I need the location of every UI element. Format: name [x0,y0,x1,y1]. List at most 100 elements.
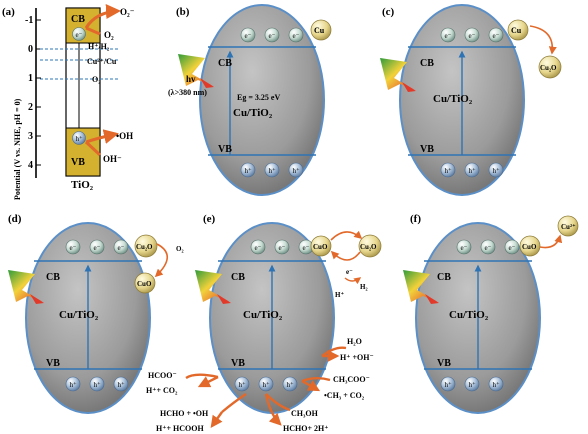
methanol-arrow [264,393,282,426]
electron-label: e⁻ [245,32,252,40]
tick-label: 3 [28,131,33,142]
catalyst-label: Cu/TiO₂ [233,107,273,119]
return-arrow [330,250,361,261]
electron-row: e⁻ e⁻ e⁻ [250,239,314,255]
water-products: H⁺ +OH⁻ [340,353,374,362]
hole-sphere [264,162,280,178]
panel-a: (a) Potential (V vs. NHE, pH = 0) -1 0 1… [2,4,135,200]
oxidation-arrow [529,25,557,55]
electron-sphere [65,239,81,255]
acetate-arrow [301,379,321,392]
hole-label: h⁺ [445,381,453,389]
hole-row: h⁺ h⁺ h⁺ [234,376,298,392]
cb-label: CB [46,272,60,283]
hole-row: h⁺ h⁺ h⁺ [440,376,504,392]
hole-sphere [72,131,86,145]
formate-arrow [197,375,219,388]
cb-label: CB [231,272,245,283]
electron-sphere [488,27,504,43]
h2-evolution-arrow [344,277,362,285]
hole-label: h⁺ [445,167,453,175]
methanol-curve [265,393,291,412]
electron-sphere [72,27,86,41]
hole-row: h⁺ h⁺ h⁺ [65,376,129,392]
hole-sphere [288,162,304,178]
light-icon [380,58,416,92]
hole-sphere [258,376,274,392]
vb-label: VB [231,358,245,369]
vb-label: VB [71,157,85,168]
formaldehyde-oh-label: HCHO + •OH [160,409,209,418]
vb-label: VB [46,358,60,369]
panel-letter-c: (c) [382,6,395,18]
hole-sphere [464,376,480,392]
water-oxidation-curve [321,346,347,357]
panel-d: (d) e⁻ e⁻ e⁻ h⁺ h⁺ h⁺ CB VB Cu/TiO₂ Cu₂O… [8,213,184,414]
tio2-label: TiO₂ [71,179,94,191]
hole-sphere [464,162,480,178]
hole-row: h⁺ h⁺ h⁺ [240,162,304,178]
cu-particle-label: Cu [511,26,522,35]
hole-sphere [234,376,250,392]
methanol-products: HCHO+ 2H⁺ [283,424,328,433]
electron-row: e⁻ e⁻ e⁻ [440,27,504,43]
hole-sphere [282,376,298,392]
hole-label: h⁺ [493,167,501,175]
hole-sphere [488,376,504,392]
panel-e: (e) e⁻ e⁻ e⁻ h⁺ h⁺ h⁺ CB VB Cu/TiO₂ CuO … [146,213,382,433]
electron-sphere [288,27,304,43]
acetate-label: CH₃COO⁻ [333,375,370,384]
electron-sphere [480,239,496,255]
oxidant-label: O₂ [176,245,184,253]
tick-label: -1 [25,15,33,26]
panel-letter-b: (b) [176,6,190,18]
cb-label: CB [218,58,232,69]
cu2o-particle-label: Cu₂O [136,243,153,251]
product-hydroxyl: •OH [116,131,133,141]
hole-label: h⁺ [76,135,84,143]
light-icon [195,270,231,304]
electron-label: e⁻ [469,32,476,40]
cu2-ion [557,215,579,237]
electron-sphere [264,27,280,43]
light-wavelength: (λ>380 nm) [168,88,207,97]
hole-label: h⁺ [263,381,271,389]
catalyst-label: Cu/TiO₂ [449,309,489,321]
electron-sphere [504,239,520,255]
hole-sphere [240,162,256,178]
hole-sphere [89,376,105,392]
hole-label: h⁺ [94,381,102,389]
cb-label: CB [437,272,451,283]
cuo-particle-label: CuO [313,243,328,251]
panel-letter-a: (a) [2,6,15,18]
water-label: H₂O [347,337,362,346]
formaldehyde-arrow [210,411,223,428]
tick-label: 0 [28,44,33,55]
electron-sphere [240,27,256,43]
dissolution-arrow [539,234,563,249]
electron-sphere [274,239,290,255]
electron-label: e⁻ [293,32,300,40]
cu2o-particle-label: Cu₂O [360,243,377,251]
level-label-cu: Cu²⁺/Cu [87,57,117,66]
electron-label: e⁻ [70,244,77,252]
cuo-particle-label: CuO [522,243,537,251]
panel-f: (f) e⁻ e⁻ e⁻ h⁺ h⁺ h⁺ CB VB Cu/TiO₂ CuO … [403,213,579,414]
hole-label: h⁺ [469,167,477,175]
hole-label: h⁺ [245,167,253,175]
electron-sphere [113,239,129,255]
vb-label: VB [437,358,451,369]
formaldehyde-curve [221,393,247,413]
electron-label: e⁻ [279,244,286,252]
hole-label: h⁺ [469,381,477,389]
cu2o-particle-label: Cu₂O [540,64,557,72]
hole-label: h⁺ [269,167,277,175]
methanol-label: CH₃OH [291,409,319,418]
tick-label: 1 [28,73,33,84]
cu2o-particle [134,234,158,258]
hole-label: h⁺ [293,167,301,175]
cu2-ion-label: Cu²⁺ [561,223,576,231]
cu2o-particle [538,55,562,79]
acetate-curve [301,377,331,383]
level-label-h2: H⁺/H₂ [88,42,110,51]
